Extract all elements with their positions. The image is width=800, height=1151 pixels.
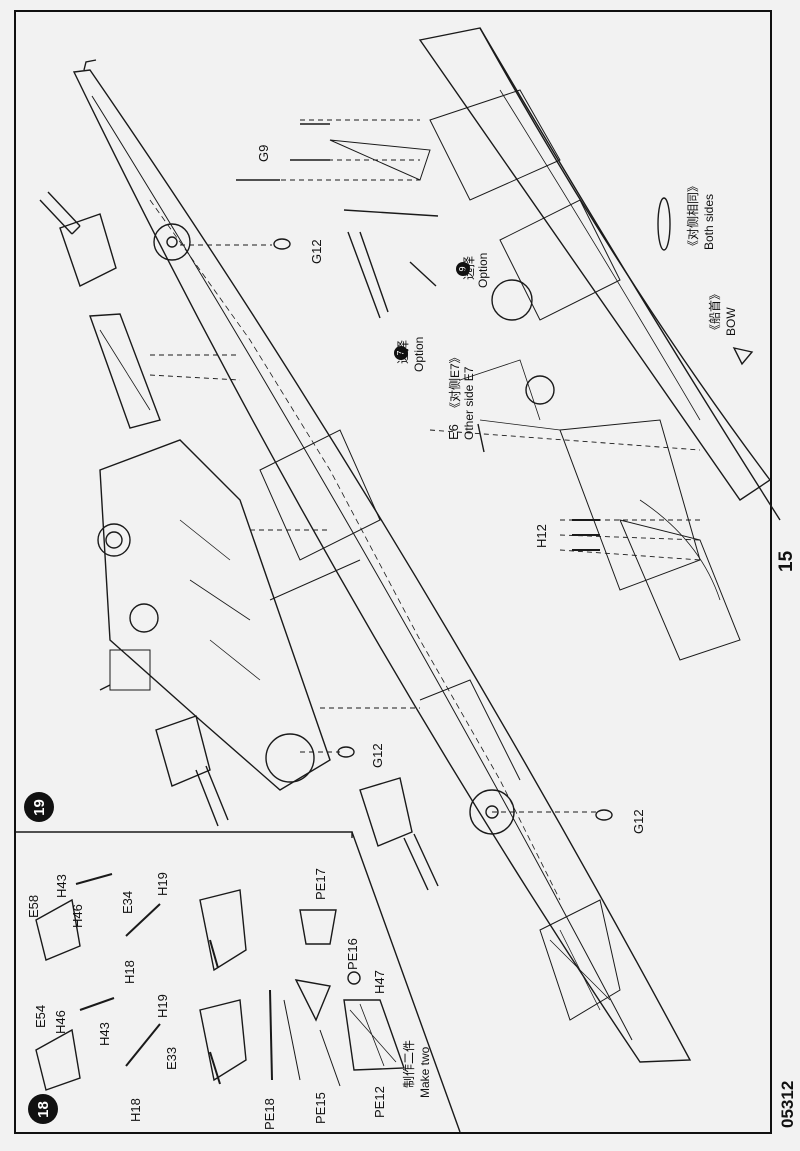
part-label-e54: E54 [33, 1004, 48, 1028]
part-label-pe18: PE18 [262, 1098, 277, 1130]
step-18-badge: 18 [28, 1094, 58, 1124]
part-label-pe15: PE15 [313, 1092, 328, 1124]
part-label-h18: H18 [122, 960, 137, 984]
option-a-cn-label: 选择 [396, 339, 410, 364]
part-label-pe17: PE17 [313, 868, 328, 900]
part-label-e34: E34 [120, 890, 135, 914]
part-label-h18: H18 [128, 1098, 143, 1122]
part-label-h12: H12 [534, 524, 549, 548]
both-sides-cn-label: 《对侧相同》 [686, 179, 700, 252]
step-19-number: 19 [30, 798, 48, 816]
part-label-h47: H47 [372, 970, 387, 994]
part-label-pe12: PE12 [372, 1086, 387, 1118]
other-side-cn-label: 《对侧E7》 [448, 351, 462, 414]
part-label-h46: H46 [70, 904, 85, 928]
part-label-e6: E6 [446, 424, 461, 440]
option-a-marker: 7 [394, 346, 408, 360]
make-two-cn-label: 制作二件 [402, 1039, 416, 1088]
option-b-marker: 9 [456, 262, 470, 276]
bow-label: BOW [724, 307, 738, 336]
make-two-label: Make two [418, 1046, 432, 1098]
page-number: 15 [776, 550, 797, 572]
part-label-g12: G12 [631, 809, 646, 834]
part-label-h43: H43 [54, 874, 69, 898]
option-b-label: Option [476, 252, 490, 288]
part-label-h46: H46 [53, 1010, 68, 1034]
part-label-g12: G12 [309, 239, 324, 264]
step-19-badge: 19 [24, 792, 54, 822]
step-18-number: 18 [34, 1100, 52, 1118]
part-label-e33: E33 [164, 1046, 179, 1070]
product-code: 05312 [778, 1080, 797, 1128]
page-frame [14, 10, 772, 1134]
part-label-pe16: PE16 [345, 938, 360, 970]
part-label-h19: H19 [155, 994, 170, 1018]
both-sides-label: Both sides [702, 193, 716, 250]
bow-cn-label: 《船首》 [708, 287, 722, 336]
part-label-g12: G12 [370, 743, 385, 768]
other-side-label: Other side E7 [462, 366, 476, 440]
option-a-label: Option [412, 336, 426, 372]
option-b-cn-label: 选择 [462, 255, 476, 280]
part-label-g9: G9 [256, 144, 271, 162]
part-label-h19: H19 [155, 872, 170, 896]
part-label-h43: H43 [97, 1022, 112, 1046]
part-label-e58: E58 [26, 894, 41, 918]
